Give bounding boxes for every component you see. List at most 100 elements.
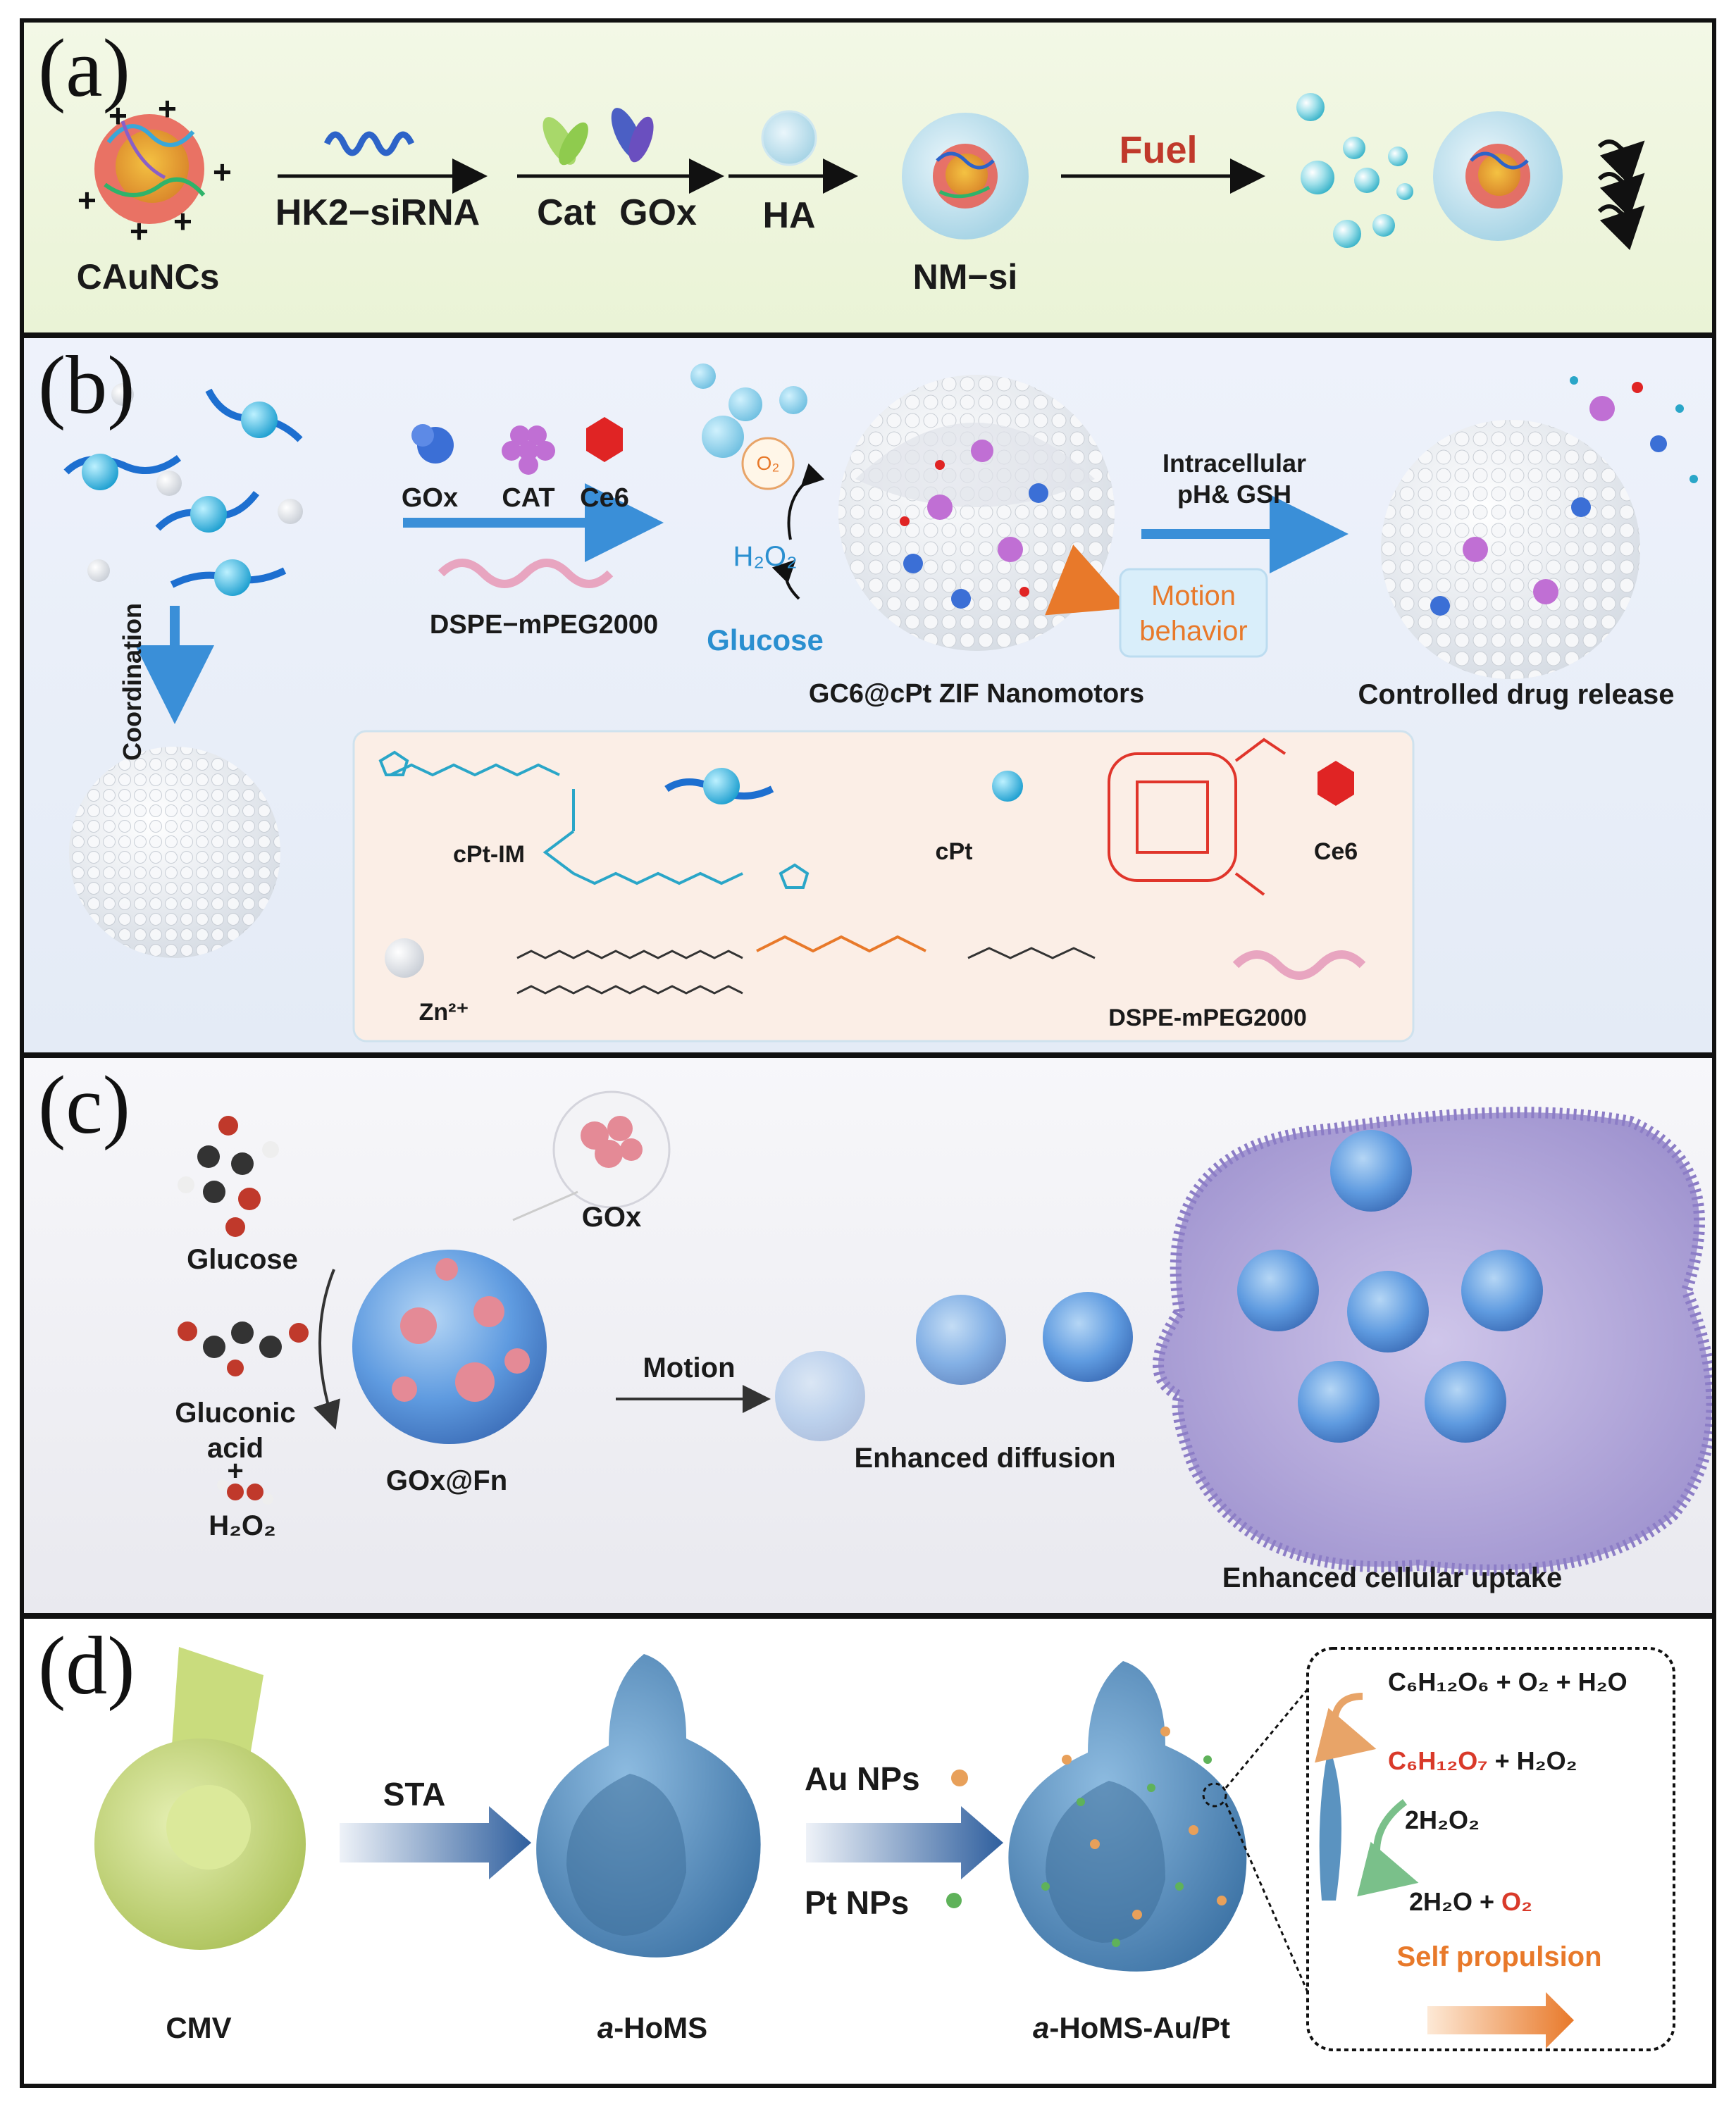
released-sphere (1381, 376, 1698, 679)
step-label-cat: Cat (537, 192, 596, 233)
moving-particle (916, 1295, 1006, 1385)
panel-a-label: (a) (38, 22, 130, 114)
ce6-icon (586, 417, 623, 462)
gluconic-label-1: Gluconic (175, 1398, 296, 1429)
internalized-particle (1237, 1250, 1319, 1331)
panel-c-graphics (178, 1090, 1712, 1576)
plus-sign: + (173, 203, 192, 240)
cpt-im-structure (378, 750, 810, 889)
dspe-structure (516, 950, 743, 995)
panel-a: + + + + + + (20, 18, 1716, 337)
reaction-line-4: 2H₂O + O₂ (1409, 1889, 1532, 1915)
step-label-sirna: HK2−siRNA (275, 192, 480, 233)
ce6-structure (1108, 738, 1286, 896)
moving-particle (775, 1351, 865, 1441)
h2o2-molecule (217, 1479, 273, 1505)
zoom-circle (1202, 1782, 1227, 1808)
glucose-label: Glucose (187, 1244, 298, 1275)
panel-c: (c) GOx Glucose Gluconic acid + H₂O₂ GOx… (20, 1054, 1716, 1617)
homs-aupt-prefix: a (1033, 2011, 1050, 2044)
zoom-box (1306, 1647, 1675, 2051)
polymer-legend-icon (1232, 950, 1366, 980)
polymer-label: DSPE−mPEG2000 (429, 610, 659, 640)
gluconic-molecule (178, 1321, 309, 1376)
zif-sphere (69, 747, 280, 958)
panel-b: (b) Coordination GOx CAT Ce6 DSPE−mPEG20… (20, 334, 1716, 1057)
node-label-nm-si: NM−si (912, 257, 1018, 297)
reaction-arrow (771, 559, 800, 600)
homs-aupt-suffix: -HoMS-Au/Pt (1049, 2011, 1230, 2044)
legend-box (352, 730, 1415, 1043)
plus-sign: + (78, 182, 97, 218)
gox-fn-particle (352, 1250, 547, 1444)
homs-aupt-shape (1008, 1661, 1247, 1972)
motion-arrow (1045, 545, 1130, 616)
motion-label: Motion (643, 1352, 736, 1383)
reagent-label-ce6: Ce6 (580, 483, 629, 513)
callout-line (512, 1190, 578, 1221)
cat-cluster-icon (502, 425, 555, 475)
trigger-label-1: Intracellular (1162, 449, 1307, 478)
cat-icon (542, 117, 588, 166)
peg-chain (967, 947, 1096, 959)
legend-ce6: Ce6 (1313, 838, 1358, 865)
glucose-molecule (178, 1116, 279, 1237)
panel-b-graphics (63, 363, 1698, 1043)
h2o2-label: H₂O₂ (209, 1510, 276, 1541)
cell-membrane (1153, 1107, 1712, 1576)
cmv-shape (94, 1647, 306, 1950)
moving-nanomotor (1433, 111, 1563, 241)
glucose-label: Glucose (707, 623, 824, 657)
legend-dspe: DSPE-mPEG2000 (1108, 1005, 1307, 1031)
sta-arrow (340, 1806, 531, 1879)
sta-label: STA (383, 1776, 446, 1812)
polymer-icon (438, 559, 614, 588)
step-label-fuel: Fuel (1119, 129, 1198, 171)
np-arrow (806, 1806, 1003, 1879)
node-label-caunc: CAuNCs (76, 257, 220, 297)
reaction-line-3: 2H₂O₂ (1405, 1805, 1480, 1834)
gluconic-formula: C₆H₁₂O₇ (1388, 1746, 1488, 1775)
reaction-arrow (313, 1269, 340, 1430)
plus-sign: + (213, 154, 232, 190)
homs-shape (536, 1654, 761, 1958)
gluconic-label-2: acid (206, 1433, 264, 1464)
particle-label: GOx@Fn (385, 1465, 508, 1496)
peg-chain (756, 935, 926, 953)
nm-si-particle (902, 113, 1029, 240)
gox-callout-label: GOx (581, 1202, 642, 1233)
ligand-cluster (63, 383, 303, 596)
cmv-label: CMV (166, 2011, 232, 2044)
internalized-particle (1298, 1361, 1380, 1443)
reagent-label-gox: GOx (401, 483, 459, 513)
legend-cpt: cPt (935, 838, 973, 865)
moving-particle (1043, 1292, 1133, 1382)
panel-d-graphics (94, 1647, 1675, 2051)
nanomotor-label: GC6@cPt ZIF Nanomotors (808, 679, 1145, 709)
panel-d-label: (d) (38, 1619, 135, 1712)
reagent-label-cat: CAT (502, 483, 555, 513)
legend-cpt-im: cPt-IM (453, 841, 525, 868)
pt-np-icon (946, 1893, 962, 1908)
motion-box (1119, 568, 1268, 658)
step-label-gox: GOx (619, 192, 697, 233)
homs-aupt-label: a-HoMS-Au/Pt (1033, 2013, 1230, 2043)
au-np-icon (951, 1770, 968, 1786)
homs-prefix: a (597, 2011, 614, 2044)
gox-protein-icon (581, 1116, 643, 1168)
h2o2-label: H₂O₂ (733, 541, 798, 572)
motion-lines-icon (1597, 139, 1645, 251)
o2-label: O₂ (756, 452, 780, 474)
zoom-line (1224, 1803, 1309, 1993)
internalized-particle (1461, 1250, 1543, 1331)
plus-sign: + (108, 97, 128, 134)
homs-label: a-HoMS (597, 2013, 707, 2043)
pt-label: Pt NPs (805, 1884, 910, 1921)
zn-bead-icon (385, 938, 424, 978)
internalized-particle (1347, 1271, 1429, 1352)
reaction-line-1: C₆H₁₂O₆ + O₂ + H₂O (1388, 1667, 1628, 1696)
panel-c-label: (c) (38, 1059, 130, 1151)
pt-reaction-arrow (1357, 1799, 1419, 1897)
motion-label-1: Motion (1151, 580, 1236, 611)
step-label-ha: HA (762, 195, 816, 236)
